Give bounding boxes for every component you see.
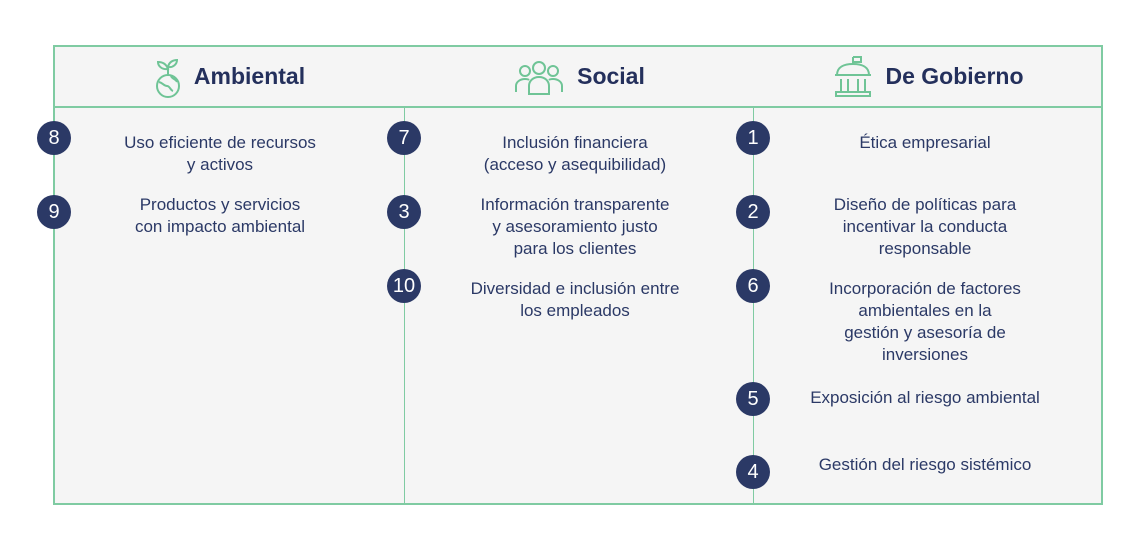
item-text-line: Gestión del riesgo sistémico: [818, 455, 1032, 474]
item-text: Información transparente y asesoramiento …: [435, 194, 715, 260]
item-text-line: Ética empresarial: [859, 133, 991, 152]
item-text-line: Incorporación de factores: [829, 279, 1021, 298]
column-divider: [404, 106, 405, 505]
item-text: Gestión del riesgo sistémico: [780, 454, 1070, 476]
item-text: Productos y servicios con impacto ambient…: [85, 194, 355, 238]
item-text-line: con impacto ambiental: [134, 217, 306, 236]
item-text: Ética empresarial: [780, 132, 1070, 154]
item-text-line: y activos: [186, 155, 254, 174]
esg-table: Ambiental Social: [37, 45, 1103, 505]
item-text-line: gestión y asesoría de: [844, 323, 1006, 342]
column-title-social: Social: [577, 63, 645, 89]
item-text-line: los empleados: [520, 301, 630, 320]
item-number-badge: 3: [387, 195, 421, 229]
header-row: Ambiental Social: [55, 47, 1101, 108]
item-number-badge: 8: [37, 121, 71, 155]
item-number-badge: 9: [37, 195, 71, 229]
item-number-badge: 4: [736, 455, 770, 489]
item-text: Incorporación de factores ambientales en …: [780, 278, 1070, 366]
item-text-line: (acceso y asequibilidad): [483, 155, 667, 174]
item-text: Inclusión financiera (acceso y asequibili…: [435, 132, 715, 176]
header-social: Social: [404, 47, 754, 106]
item-text-line: Diversidad e inclusión entre: [470, 279, 680, 298]
item-text-line: responsable: [878, 239, 972, 258]
column-title-ambiental: Ambiental: [193, 63, 306, 89]
column-title-gobierno: De Gobierno: [885, 63, 1024, 89]
government-building-icon: [833, 55, 873, 99]
people-group-icon: [513, 58, 565, 96]
item-text-line: ambientales en la: [858, 301, 992, 320]
item-number-badge: 7: [387, 121, 421, 155]
item-text: Exposición al riesgo ambiental: [780, 387, 1070, 409]
item-text-line: y asesoramiento justo: [492, 217, 658, 236]
header-gobierno: De Gobierno: [754, 47, 1103, 106]
item-number-badge: 2: [736, 195, 770, 229]
column-divider: [753, 106, 754, 505]
item-text-line: Diseño de políticas para: [833, 195, 1017, 214]
item-text-line: para los clientes: [513, 239, 637, 258]
item-number-badge: 5: [736, 382, 770, 416]
item-text-line: Uso eficiente de recursos: [124, 133, 316, 152]
item-text-line: inversiones: [882, 345, 968, 364]
item-text: Diversidad e inclusión entre los empleado…: [435, 278, 715, 322]
item-number-badge: 1: [736, 121, 770, 155]
globe-plant-icon: [154, 55, 182, 99]
item-text-line: Información transparente: [480, 195, 670, 214]
item-text-line: Productos y servicios: [139, 195, 301, 214]
item-number-badge: 10: [387, 269, 421, 303]
item-number-badge: 6: [736, 269, 770, 303]
item-text-line: Inclusión financiera: [502, 133, 648, 152]
item-text: Uso eficiente de recursos y activos: [85, 132, 355, 176]
item-text-line: Exposición al riesgo ambiental: [810, 388, 1040, 407]
header-ambiental: Ambiental: [55, 47, 404, 106]
item-text-line: incentivar la conducta: [842, 217, 1008, 236]
item-text: Diseño de políticas para incentivar la co…: [780, 194, 1070, 260]
